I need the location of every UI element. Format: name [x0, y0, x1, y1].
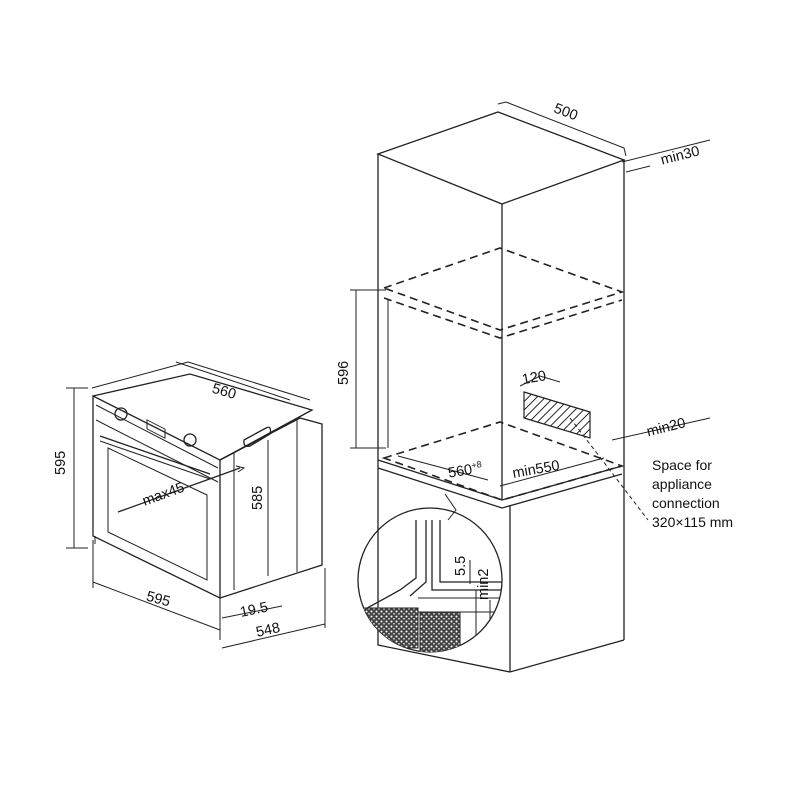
display-icon — [146, 419, 166, 439]
detail-5-5-label: 5.5 — [453, 556, 469, 576]
detail-view: 5.5 min2 — [357, 507, 503, 653]
oven-width-bottom-label: 595 — [144, 589, 172, 611]
oven-door-offset-label: 19.5 — [239, 599, 270, 621]
oven-height-side-label: 585 — [250, 486, 266, 510]
cabinet-drawing: 500 min30 596 120 min20 560+8 min550 Spa… — [336, 101, 733, 673]
oven-width-top-label: 560 — [210, 381, 238, 403]
cabinet-opening-depth-label: min550 — [511, 458, 561, 482]
oven-depth-bottom-label: 548 — [255, 620, 282, 641]
cabinet-opening-height-label: 596 — [336, 361, 352, 385]
cabinet-opening-width-label: 560+8 — [447, 459, 484, 482]
detail-min2-label: min2 — [476, 569, 492, 600]
oven-door-angle-label: max45 — [140, 480, 186, 510]
cabinet-top-gap-label: min30 — [659, 143, 701, 168]
cabinet-rear-gap-label: min20 — [645, 415, 687, 440]
cabinet-depth-top-label: 500 — [551, 101, 579, 125]
space-note: Space for appliance connection 320×115 m… — [652, 457, 733, 530]
right-knob-icon — [183, 433, 197, 447]
oven-height-left-label: 595 — [53, 451, 69, 475]
left-knob-icon — [114, 407, 128, 421]
oven-drawing: 560 595 585 595 19.5 548 max45 — [53, 361, 326, 649]
cabinet-cutout-label: 120 — [521, 368, 548, 388]
